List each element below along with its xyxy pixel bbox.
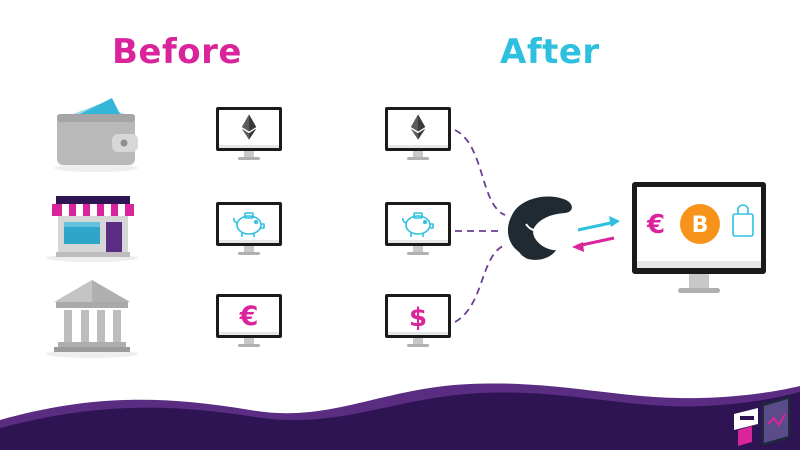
shopping-bag-icon bbox=[732, 204, 754, 237]
connector-lines bbox=[454, 129, 506, 323]
after-monitor-piggy-bank bbox=[385, 202, 451, 255]
corner-brand-logo-icon bbox=[734, 396, 790, 446]
bidirectional-arrows-icon bbox=[572, 216, 620, 252]
storefront-icon bbox=[46, 196, 138, 262]
after-monitor-dollar: $ bbox=[385, 294, 451, 347]
wallet-icon bbox=[54, 98, 138, 172]
after-monitor-ethereum bbox=[385, 107, 451, 160]
connector-top bbox=[454, 129, 506, 216]
before-monitor-piggy-bank bbox=[216, 202, 282, 255]
after-heading: After bbox=[500, 32, 600, 72]
euro-icon: € bbox=[239, 301, 259, 332]
bottom-wave-front bbox=[0, 392, 800, 450]
svg-text:B: B bbox=[692, 213, 709, 238]
big-monitor: € B bbox=[632, 182, 766, 293]
connector-bottom bbox=[454, 244, 506, 323]
before-heading: Before bbox=[112, 32, 242, 72]
bitcoin-icon: B bbox=[680, 204, 720, 244]
euro-icon: € bbox=[646, 210, 665, 240]
orca-logo-icon bbox=[502, 196, 574, 264]
bank-icon bbox=[46, 280, 138, 358]
dollar-icon: $ bbox=[409, 303, 427, 333]
before-monitor-ethereum bbox=[216, 107, 282, 160]
before-monitor-euro: € bbox=[216, 294, 282, 347]
